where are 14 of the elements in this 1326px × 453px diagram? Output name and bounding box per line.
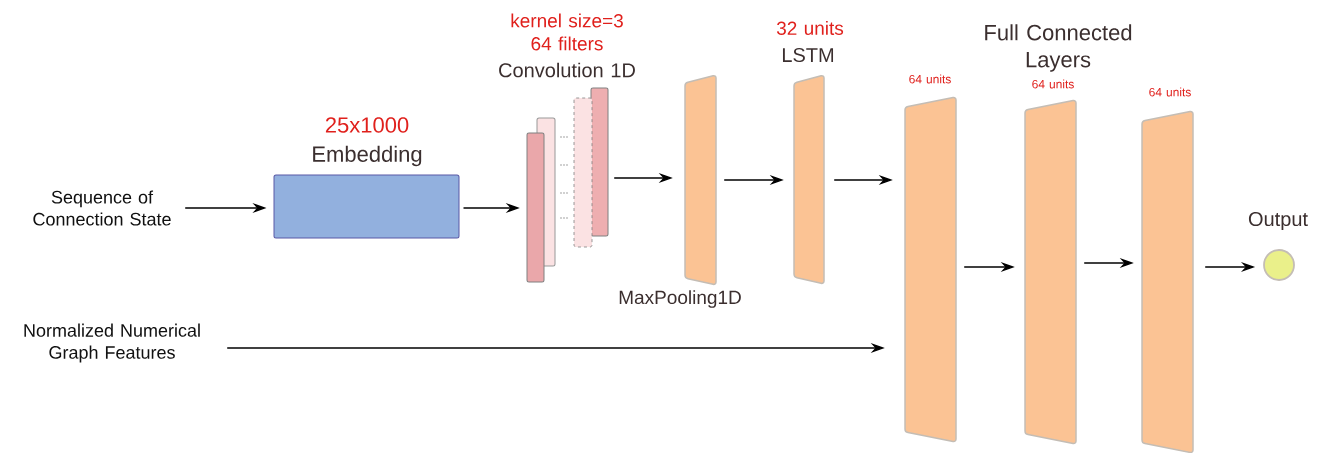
- size-label: kernel size=3 64 filters: [511, 13, 623, 51]
- layer-name: MaxPooling1D: [619, 290, 741, 308]
- input-label: Sequence of Connection State: [33, 190, 171, 226]
- layer-name: Embedding: [313, 145, 422, 167]
- layer-name: Convolution 1D: [499, 62, 635, 78]
- size-label: 64 units: [909, 74, 951, 84]
- size-label: 64 units: [1032, 79, 1074, 89]
- section-heading: Full Connected Layers: [985, 24, 1132, 72]
- size-label: 64 units: [1149, 87, 1191, 97]
- size-label: 25x1000: [325, 117, 409, 133]
- output-label: Output: [1248, 211, 1308, 231]
- size-label: 32 units: [776, 21, 844, 35]
- layer-name: LSTM: [783, 47, 834, 63]
- input-label: Normalized Numerical Graph Features: [24, 323, 200, 363]
